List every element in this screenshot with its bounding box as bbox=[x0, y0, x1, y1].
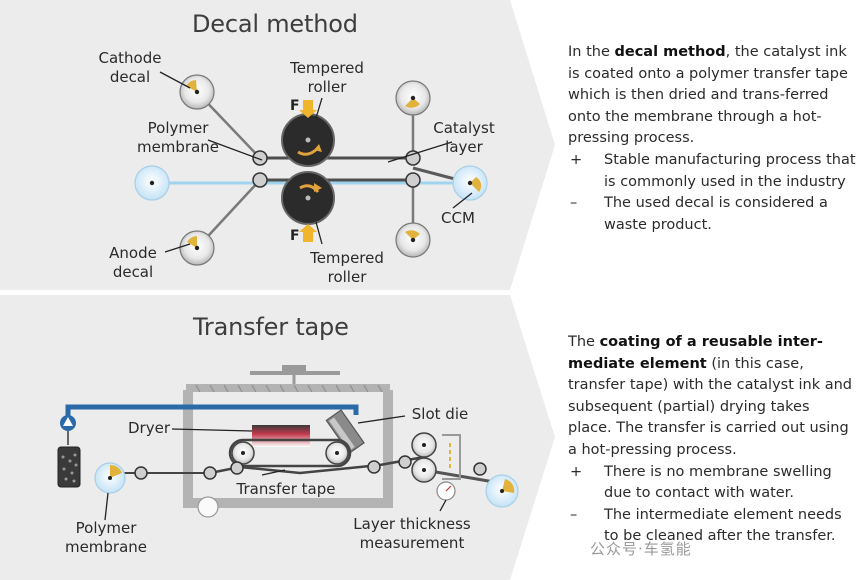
decal-bullet: +Stable manufacturing process that is co… bbox=[570, 151, 856, 190]
decal-description: In the decal method, the catalyst ink is… bbox=[568, 42, 856, 236]
membrane-label: Polymer membrane bbox=[64, 519, 148, 556]
guide-roller bbox=[252, 172, 268, 188]
tape-bullet: –The intermediate element needs to be cl… bbox=[570, 506, 842, 545]
decal-intro: In the decal method, the catalyst ink is… bbox=[568, 44, 848, 147]
decal-method-panel: Decal method Cathode decal Polymer membr… bbox=[0, 0, 856, 290]
guide-roller bbox=[405, 172, 421, 188]
transfer-tape-belt bbox=[228, 438, 352, 468]
watermark: 公众号·车氢能 bbox=[590, 540, 692, 558]
tempered-roller-bottom-label: Tempered roller bbox=[310, 249, 384, 286]
slot-die bbox=[325, 409, 365, 454]
layer-thickness-label: Layer thickness measurement bbox=[353, 515, 471, 552]
polymer-membrane-label: Polymer membrane bbox=[136, 119, 220, 156]
transfer-tape-diagram bbox=[0, 295, 555, 580]
tape-intro: The coating of a reusable inter-mediate … bbox=[568, 334, 853, 458]
dryer-housing bbox=[183, 390, 393, 508]
dryer-label: Dryer bbox=[128, 419, 170, 437]
guide-roller bbox=[252, 150, 268, 166]
force-arrow-up-icon bbox=[299, 224, 317, 242]
force-top-label: F bbox=[290, 98, 300, 114]
force-arrow-down-icon bbox=[299, 100, 317, 118]
slot-die-label: Slot die bbox=[411, 405, 469, 423]
decal-title: Decal method bbox=[192, 10, 358, 38]
transfer-tape-label: Transfer tape bbox=[236, 480, 336, 498]
anode-decal-label: Anode decal bbox=[109, 244, 157, 281]
tape-bullet: +There is no membrane swelling due to co… bbox=[570, 463, 832, 502]
ccm-label: CCM bbox=[441, 209, 475, 227]
guide-roller bbox=[405, 150, 421, 166]
decal-bullet: –The used decal is considered a waste pr… bbox=[570, 195, 828, 233]
force-bottom-label: F bbox=[290, 228, 300, 244]
transfer-tape-panel: Transfer tape Dryer Slot die Transfer ta… bbox=[0, 295, 865, 580]
tempered-roller-top-label: Tempered roller bbox=[290, 59, 364, 96]
top-chevron-bg bbox=[0, 0, 555, 290]
cathode-decal-label: Cathode decal bbox=[98, 49, 162, 86]
catalyst-layer-label: Catalyst layer bbox=[433, 119, 495, 156]
ink-tank bbox=[57, 446, 81, 488]
tape-title: Transfer tape bbox=[193, 313, 349, 341]
tape-description: The coating of a reusable inter-mediate … bbox=[568, 332, 856, 548]
dryer-heater bbox=[252, 425, 310, 447]
decal-diagram bbox=[0, 0, 555, 290]
